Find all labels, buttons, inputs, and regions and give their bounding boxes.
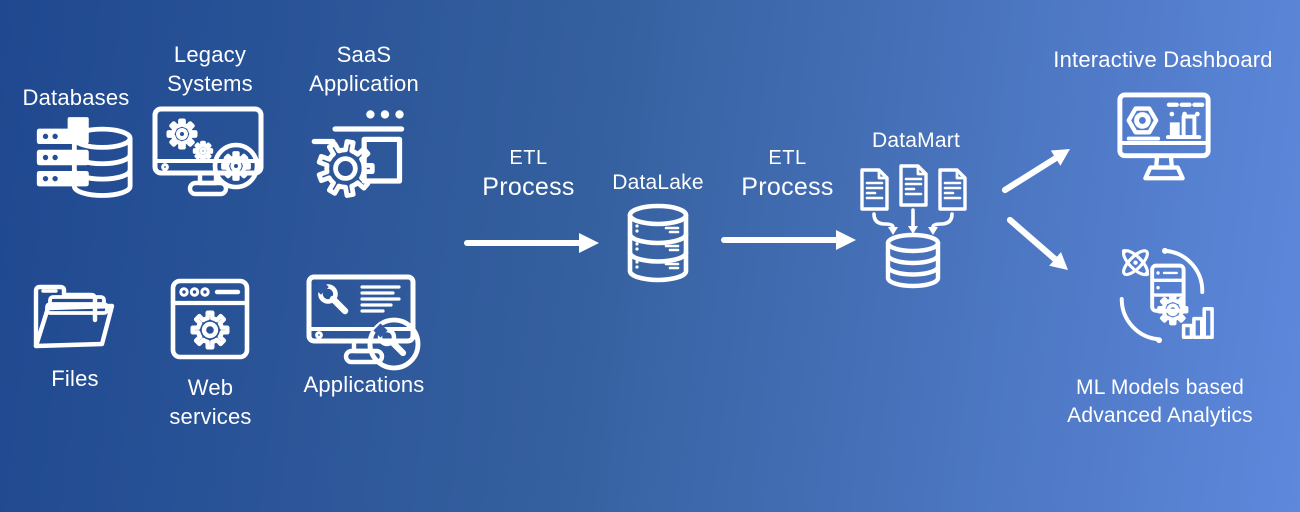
monitor-gears-icon bbox=[152, 106, 268, 204]
dashboard-monitor-icon bbox=[1116, 92, 1212, 192]
datalake-label: DataLake bbox=[612, 171, 704, 194]
browser-gear-icon bbox=[170, 278, 250, 360]
monitor-wrench-icon bbox=[306, 274, 428, 374]
gear-window-icon bbox=[308, 107, 412, 203]
saas-application-label: SaaS Application bbox=[309, 42, 419, 97]
ml-analytics-label: ML Models based Advanced Analytics bbox=[1067, 376, 1253, 427]
database-cylinder-icon bbox=[625, 202, 691, 288]
machine-learning-icon bbox=[1110, 244, 1214, 352]
arrow-datamart-to-ml bbox=[1004, 214, 1076, 276]
etl-process-1-label: ETL Process bbox=[482, 147, 575, 201]
applications-label: Applications bbox=[303, 372, 425, 397]
arrow-datamart-to-dashboard bbox=[1000, 142, 1076, 198]
arrow-sources-to-datalake bbox=[463, 227, 603, 259]
server-database-icon bbox=[33, 110, 133, 205]
legacy-systems-label: Legacy Systems bbox=[167, 42, 253, 97]
files-label: Files bbox=[51, 366, 99, 391]
interactive-dashboard-label: Interactive Dashboard bbox=[1053, 47, 1273, 72]
arrow-datalake-to-datamart bbox=[720, 224, 860, 256]
open-folder-icon bbox=[32, 280, 120, 349]
web-services-label: Web services bbox=[169, 375, 252, 430]
databases-label: Databases bbox=[22, 85, 130, 110]
datamart-label: DataMart bbox=[872, 129, 960, 152]
etl-process-2-label: ETL Process bbox=[741, 147, 834, 201]
documents-into-database-icon bbox=[858, 164, 968, 291]
